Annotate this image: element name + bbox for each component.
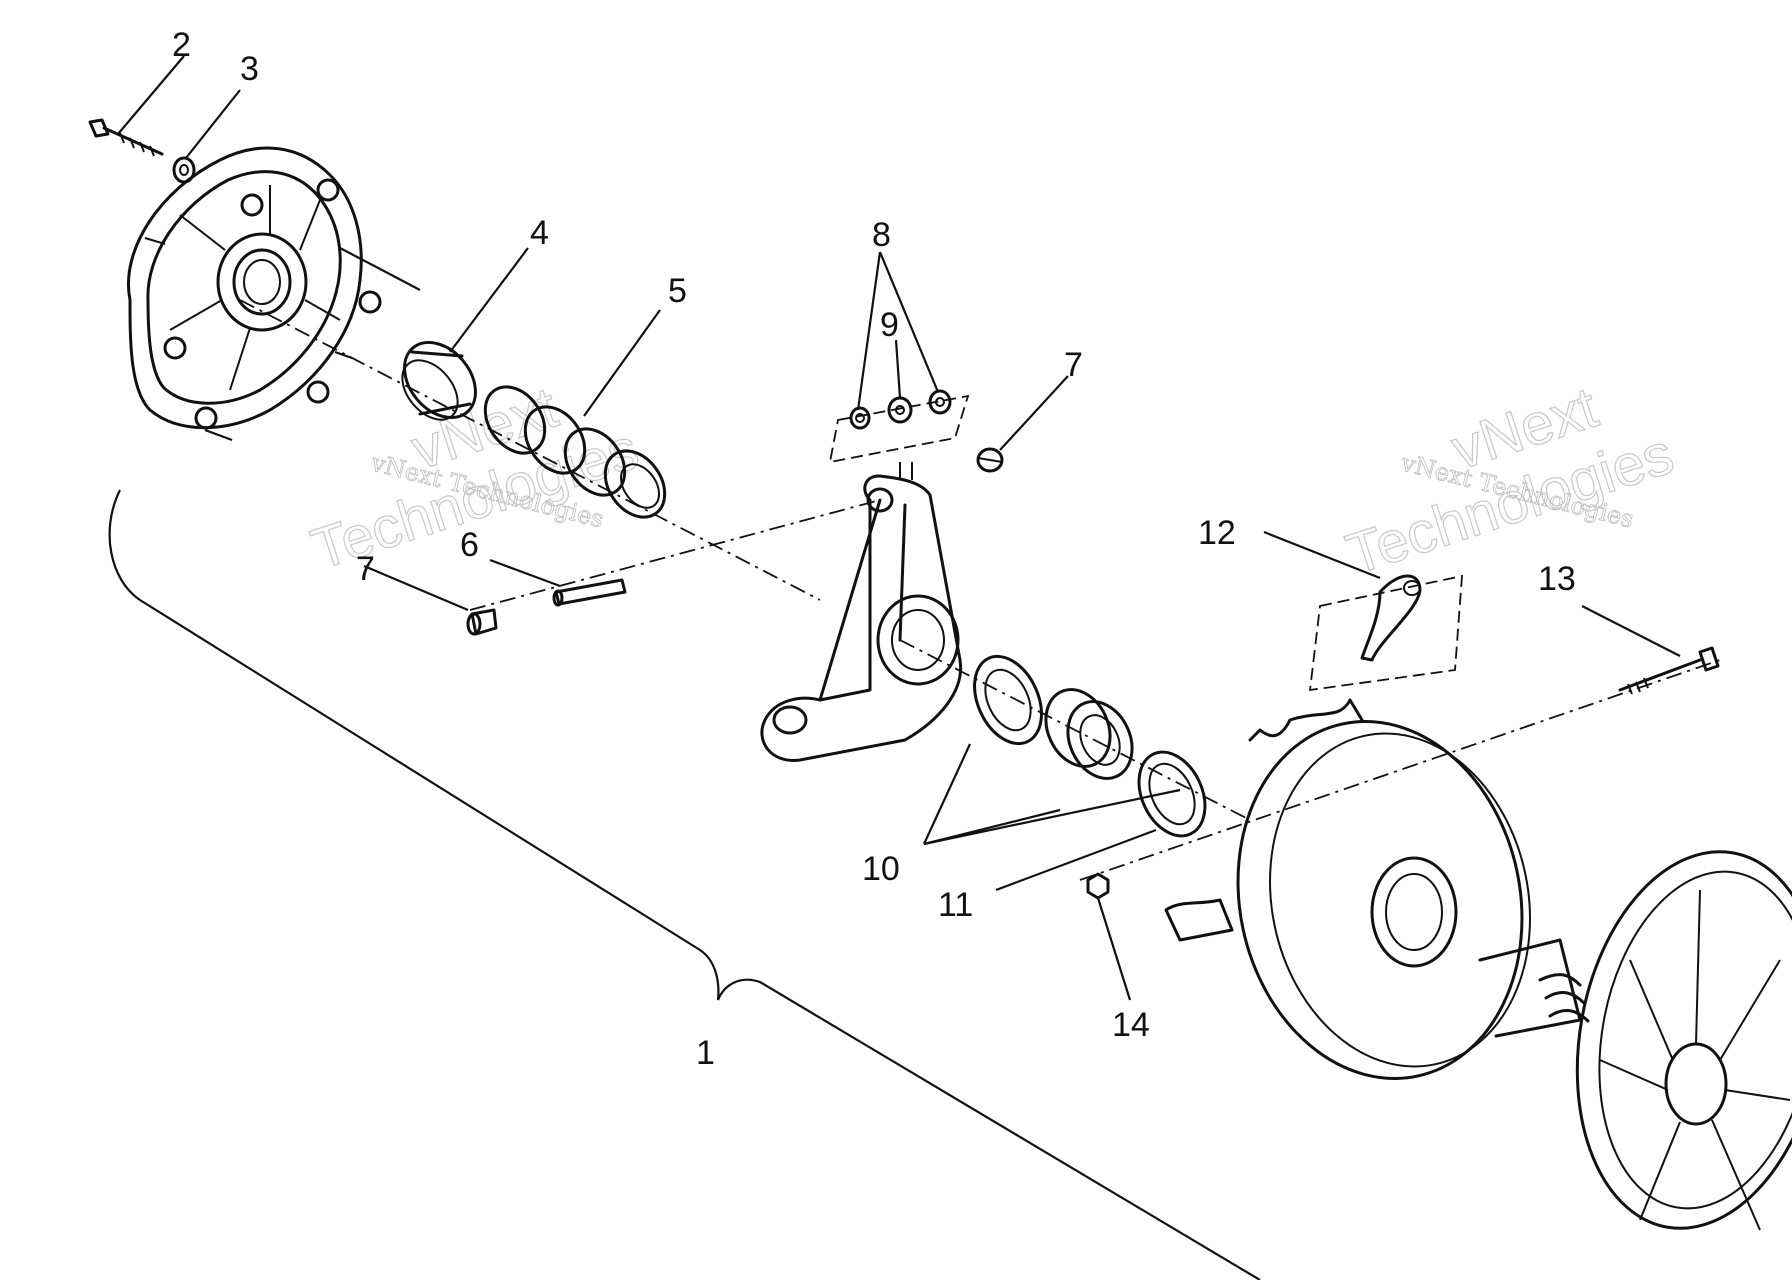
pin-axis-line [469, 499, 881, 611]
callout-11: 11 [938, 886, 973, 924]
part-5-spring [483, 385, 667, 519]
callout-6: 6 [460, 526, 479, 564]
part-spider-arm [760, 474, 963, 762]
callout-7-left: 7 [356, 550, 375, 588]
part-12-flyweight [1308, 574, 1463, 692]
part-6-pin [552, 578, 627, 607]
part-4-bushing [401, 340, 477, 421]
assembly-axis-line [239, 299, 1251, 821]
parts-8-9-roller-kit [828, 389, 970, 480]
part-2-bolt [88, 118, 164, 157]
part-moveable-sheave [1164, 698, 1531, 1080]
callouts: 1 2 3 4 5 6 7 7 8 9 10 11 12 13 14 [172, 26, 1576, 1072]
callout-8: 8 [872, 216, 891, 254]
part-10-spacers [973, 654, 1134, 780]
callout-9: 9 [880, 306, 899, 344]
part-fixed-sheave [1478, 850, 1792, 1231]
callout-13: 13 [1538, 560, 1576, 598]
part-13-bolt [1618, 646, 1720, 695]
leader-lines [117, 55, 1681, 1001]
bolt-axis-line [1079, 659, 1721, 881]
bracket-assembly-1 [108, 489, 1261, 1280]
callout-14: 14 [1112, 1006, 1150, 1044]
callout-2: 2 [172, 26, 191, 64]
callout-12: 12 [1198, 514, 1236, 552]
part-7-cap-right [976, 447, 1004, 473]
part-cover-housing [127, 146, 421, 442]
callout-5: 5 [668, 272, 687, 310]
part-11-ring [1137, 750, 1207, 838]
part-7-cap-left [466, 608, 498, 636]
callout-7-right: 7 [1064, 346, 1083, 384]
callout-1: 1 [696, 1034, 715, 1072]
callout-4: 4 [530, 214, 549, 252]
callout-3: 3 [240, 50, 259, 88]
callout-10: 10 [862, 850, 900, 888]
part-14-nut [1086, 872, 1110, 900]
watermark-right: vNext Technologies vNext Technologies [1338, 374, 1681, 588]
